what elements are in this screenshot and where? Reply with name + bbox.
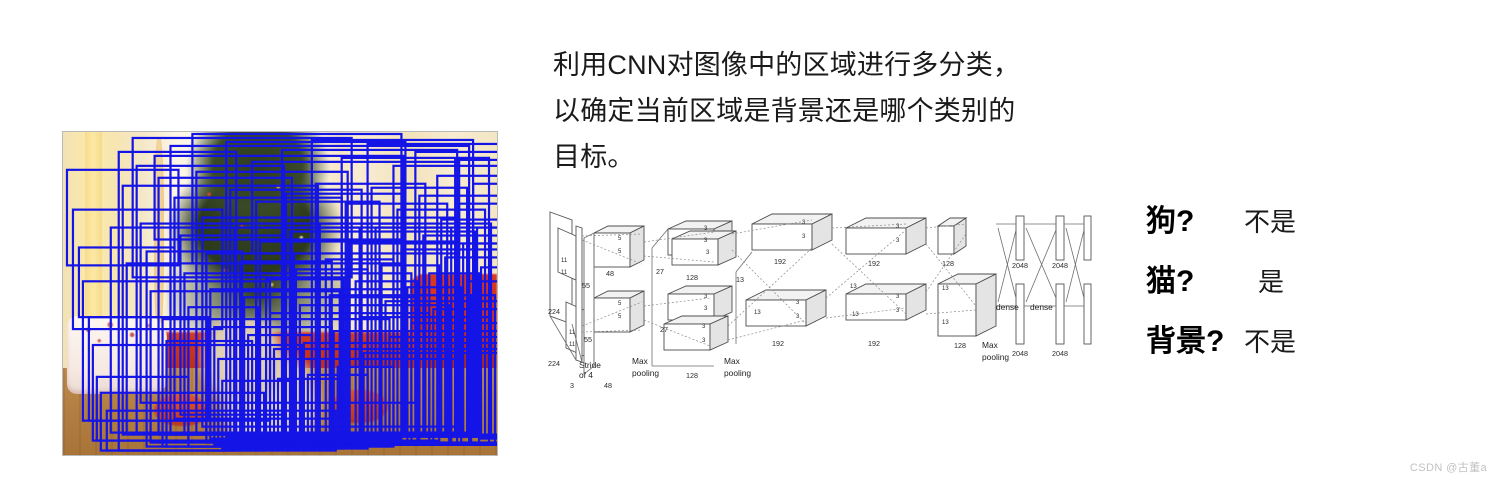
caption-line-3: 目标。 [553,142,635,172]
maxpool-1-line1: Max [632,356,649,366]
svg-text:192: 192 [774,257,786,266]
svg-text:5: 5 [618,301,622,307]
scene-wall-stripe [84,132,103,372]
cnn-conv3: 3 3 192 13 3 3 192 13 [735,213,833,348]
svg-text:128: 128 [954,341,966,350]
svg-text:3: 3 [702,338,706,344]
svg-text:3: 3 [796,300,800,306]
svg-text:3: 3 [706,250,710,256]
svg-text:11: 11 [569,330,576,336]
region-proposal-boxes [65,132,497,452]
svg-text:48: 48 [604,381,612,390]
svg-text:13: 13 [942,286,949,292]
maxpool-3-line2: pooling [982,352,1009,362]
cnn-input-stage: 224 224 11 11 11 11 Stride of 4 3 [548,211,601,390]
svg-text:3: 3 [570,381,574,390]
svg-text:48: 48 [606,269,614,278]
classification-answers: 狗? 不是 猫? 是 背景? 不是 [1146,196,1296,376]
svg-text:2048: 2048 [1012,261,1028,270]
qa-row-background: 背景? 不是 [1146,316,1296,376]
svg-text:2048: 2048 [1052,349,1068,358]
dense-label-1: dense [996,302,1019,312]
stride-label-1: Stride [579,360,601,370]
svg-text:27: 27 [660,325,668,334]
qa-answer-background: 不是 [1244,327,1297,357]
svg-text:13: 13 [852,312,859,318]
svg-text:11: 11 [569,342,576,348]
maxpool-3-line1: Max [982,340,999,350]
maxpool-2-line2: pooling [724,368,751,378]
cnn-dense-layers: 2048 2048 2048 2048 dense dense [996,215,1092,358]
svg-text:13: 13 [736,275,744,284]
svg-text:192: 192 [868,339,880,348]
dense-label-2: dense [1030,302,1053,312]
svg-text:11: 11 [561,258,568,264]
qa-question-background: 背景? [1146,325,1225,358]
svg-text:13: 13 [942,320,949,326]
svg-text:13: 13 [754,310,761,316]
svg-text:5: 5 [618,249,622,255]
qa-answer-cat: 是 [1258,267,1285,297]
cnn-conv5: 128 13 13 128 Max pooling [936,217,1009,362]
svg-text:192: 192 [772,339,784,348]
csdn-watermark: CSDN @古董a [1409,462,1487,474]
qa-question-cat: 猫? [1146,265,1195,298]
svg-text:3: 3 [704,238,708,244]
cnn-conv4: 3 3 192 13 3 3 13 192 [845,217,927,348]
svg-text:3: 3 [704,306,708,312]
cnn-connection-lines [581,219,977,347]
svg-text:55: 55 [582,281,590,290]
svg-text:3: 3 [704,226,708,232]
qa-question-dog: 狗? [1146,205,1195,238]
svg-text:3: 3 [796,314,800,320]
svg-text:5: 5 [618,236,622,242]
svg-text:5: 5 [618,314,622,320]
qa-row-cat: 猫? 是 [1146,256,1296,316]
svg-text:3: 3 [704,294,708,300]
svg-text:2048: 2048 [1012,349,1028,358]
svg-text:128: 128 [686,273,698,282]
caption-line-1: 利用CNN对图像中的区域进行多分类， [553,50,1021,80]
svg-text:2048: 2048 [1052,261,1068,270]
svg-text:3: 3 [896,294,900,300]
svg-text:192: 192 [868,259,880,268]
svg-text:3: 3 [802,220,806,226]
region-proposal-image [62,131,498,456]
svg-text:13: 13 [850,284,857,290]
caption-line-2: 以确定当前区域是背景还是哪个类别的 [553,96,1016,126]
maxpool-2-line1: Max [724,356,741,366]
svg-text:224: 224 [548,307,560,316]
qa-row-dog: 狗? 不是 [1146,196,1296,256]
svg-text:27: 27 [656,267,664,276]
svg-text:224: 224 [548,359,560,368]
caption-text: 利用CNN对图像中的区域进行多分类， 以确定当前区域是背景还是哪个类别的 目标。 [553,42,1113,180]
stride-label-2: of 4 [579,370,593,380]
maxpool-1-line2: pooling [632,368,659,378]
svg-text:128: 128 [942,259,954,268]
svg-text:3: 3 [896,224,900,230]
svg-text:3: 3 [702,324,706,330]
svg-text:11: 11 [561,270,568,276]
svg-text:3: 3 [896,308,900,314]
cnn-conv1: 5 5 48 55 5 5 55 48 Max pooling [582,225,659,390]
svg-text:55: 55 [584,335,592,344]
svg-text:3: 3 [896,238,900,244]
qa-answer-dog: 不是 [1244,207,1297,237]
svg-text:128: 128 [686,371,698,380]
cnn-conv2: 3 3 3 27 128 3 3 27 3 3 128 Max pooling [651,220,751,380]
svg-text:3: 3 [802,234,806,240]
alexnet-architecture-diagram: 224 224 11 11 11 11 Stride of 4 3 5 5 48… [546,206,1094,396]
